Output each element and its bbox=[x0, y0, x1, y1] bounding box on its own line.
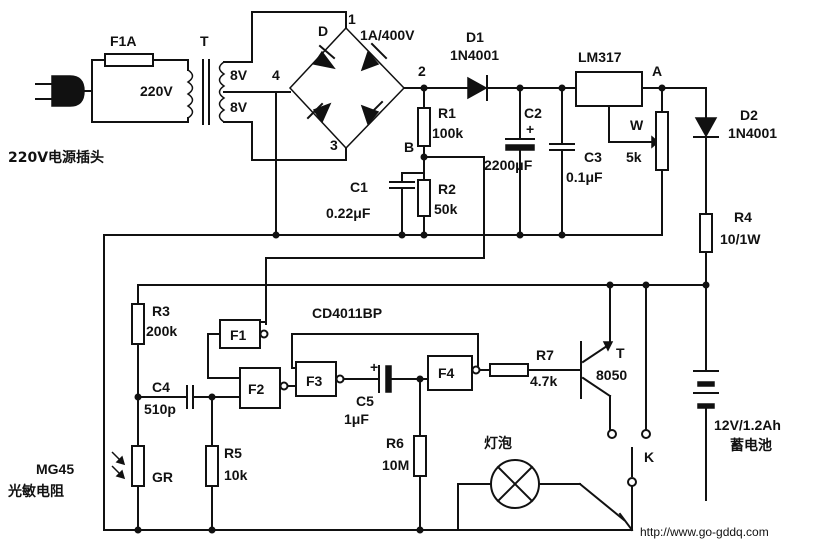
gate-f4 bbox=[427, 355, 473, 391]
secondary-bottom-label: 8V bbox=[230, 99, 248, 115]
bridge-diode-3 bbox=[312, 102, 332, 124]
c4-name-label: C4 bbox=[152, 379, 170, 395]
bridge-rectifier bbox=[288, 26, 425, 150]
c5-polarity-label: + bbox=[370, 359, 378, 375]
d1-name-label: D1 bbox=[466, 29, 484, 45]
pot-name-label: W bbox=[630, 117, 644, 133]
node-4-label: 4 bbox=[272, 67, 280, 83]
r4-name-label: R4 bbox=[734, 209, 752, 225]
secondary-wiring bbox=[251, 11, 347, 236]
r1-value-label: 100k bbox=[432, 125, 463, 141]
d2-part-label: 1N4001 bbox=[728, 125, 777, 141]
diode-d2 bbox=[694, 117, 718, 138]
r6-name-label: R6 bbox=[386, 435, 404, 451]
transistor-name-label: T bbox=[616, 345, 625, 361]
node-1-label: 1 bbox=[348, 11, 356, 27]
pot-value-label: 5k bbox=[626, 149, 642, 165]
transformer-t bbox=[186, 59, 277, 125]
d1-part-label: 1N4001 bbox=[450, 47, 499, 63]
secondary-top-label: 8V bbox=[230, 67, 248, 83]
ldr-model-label: MG45 bbox=[36, 461, 74, 477]
c3-name-label: C3 bbox=[584, 149, 602, 165]
fuse-label: F1A bbox=[110, 33, 136, 49]
potentiometer-w bbox=[608, 87, 669, 236]
primary-wiring bbox=[91, 53, 189, 123]
r1-name-label: R1 bbox=[438, 105, 456, 121]
c3-value-label: 0.1μF bbox=[566, 169, 603, 185]
c1-name-label: C1 bbox=[350, 179, 368, 195]
r3-name-label: R3 bbox=[152, 303, 170, 319]
diode-d1 bbox=[467, 76, 488, 100]
r3-value-label: 200k bbox=[146, 323, 177, 339]
c5-name-label: C5 bbox=[356, 393, 374, 409]
ldr-name-label: GR bbox=[152, 469, 173, 485]
gate-f2 bbox=[239, 367, 281, 409]
c1-value-label: 0.22μF bbox=[326, 205, 371, 221]
r4-value-label: 10/1W bbox=[720, 231, 761, 247]
r6-value-label: 10M bbox=[382, 457, 409, 473]
plug-caption: 220V电源插头 bbox=[8, 149, 104, 166]
regulator-label: LM317 bbox=[578, 49, 622, 65]
node-a-label: A bbox=[652, 63, 662, 79]
node-2-label: 2 bbox=[418, 63, 426, 79]
node-b-label: B bbox=[404, 139, 414, 155]
fuse-f1 bbox=[104, 53, 154, 67]
lamp bbox=[457, 459, 626, 531]
ic-label: CD4011BP bbox=[312, 305, 382, 321]
c2-polarity-label: + bbox=[526, 121, 534, 137]
ldr-caption: 光敏电阻 bbox=[7, 483, 64, 500]
ground-rail bbox=[103, 231, 663, 534]
watermark: http://www.go-gddq.com bbox=[640, 525, 769, 539]
r2-name-label: R2 bbox=[438, 181, 456, 197]
resistor-r7 bbox=[489, 363, 529, 377]
power-plug bbox=[35, 59, 93, 123]
transformer-label: T bbox=[200, 33, 209, 49]
primary-voltage-label: 220V bbox=[140, 83, 173, 99]
switch-label: K bbox=[644, 449, 654, 465]
battery-spec-label: 12V/1.2Ah bbox=[714, 417, 781, 433]
r2-value-label: 50k bbox=[434, 201, 458, 217]
resistor-r3 bbox=[131, 303, 145, 345]
c2-value-label: 2200μF bbox=[484, 157, 533, 173]
switch-k bbox=[618, 284, 651, 532]
nand-gates bbox=[207, 319, 581, 531]
d2-name-label: D2 bbox=[740, 107, 758, 123]
resistor-r2 bbox=[417, 179, 431, 217]
charge-path bbox=[693, 87, 719, 501]
regulator-lm317 bbox=[575, 71, 643, 107]
node-3-label: 3 bbox=[330, 137, 338, 153]
bridge-rating-label: 1A/400V bbox=[360, 27, 415, 43]
resistor-r4 bbox=[699, 213, 713, 253]
photoresistor-gr bbox=[131, 445, 145, 487]
resistor-r1 bbox=[417, 107, 431, 147]
gate-f4-label: F4 bbox=[438, 365, 455, 381]
r7-value-label: 4.7k bbox=[530, 373, 557, 389]
gate-f1-label: F1 bbox=[230, 327, 247, 343]
supply-rail bbox=[137, 281, 707, 289]
battery-caption: 蓄电池 bbox=[730, 437, 772, 454]
bridge-diode-1 bbox=[312, 50, 336, 70]
c2-name-label: C2 bbox=[524, 105, 542, 121]
transistor-part-label: 8050 bbox=[596, 367, 627, 383]
sensor-input bbox=[111, 284, 241, 531]
resistor-r5 bbox=[205, 445, 219, 487]
r5-value-label: 10k bbox=[224, 467, 248, 483]
resistor-r6 bbox=[413, 435, 427, 477]
filter-capacitors bbox=[505, 87, 575, 239]
gate-f3-label: F3 bbox=[306, 373, 323, 389]
transistor-t bbox=[580, 284, 617, 439]
top-rail bbox=[420, 71, 707, 107]
r7-name-label: R7 bbox=[536, 347, 554, 363]
gate-f2-label: F2 bbox=[248, 381, 265, 397]
c4-value-label: 510p bbox=[144, 401, 176, 417]
bridge-diode-label: D bbox=[318, 23, 328, 39]
lamp-label: 灯泡 bbox=[484, 435, 512, 452]
r5-name-label: R5 bbox=[224, 445, 242, 461]
c5-value-label: 1μF bbox=[344, 411, 369, 427]
bridge-diode-2 bbox=[360, 50, 380, 72]
divider-network bbox=[265, 87, 485, 323]
